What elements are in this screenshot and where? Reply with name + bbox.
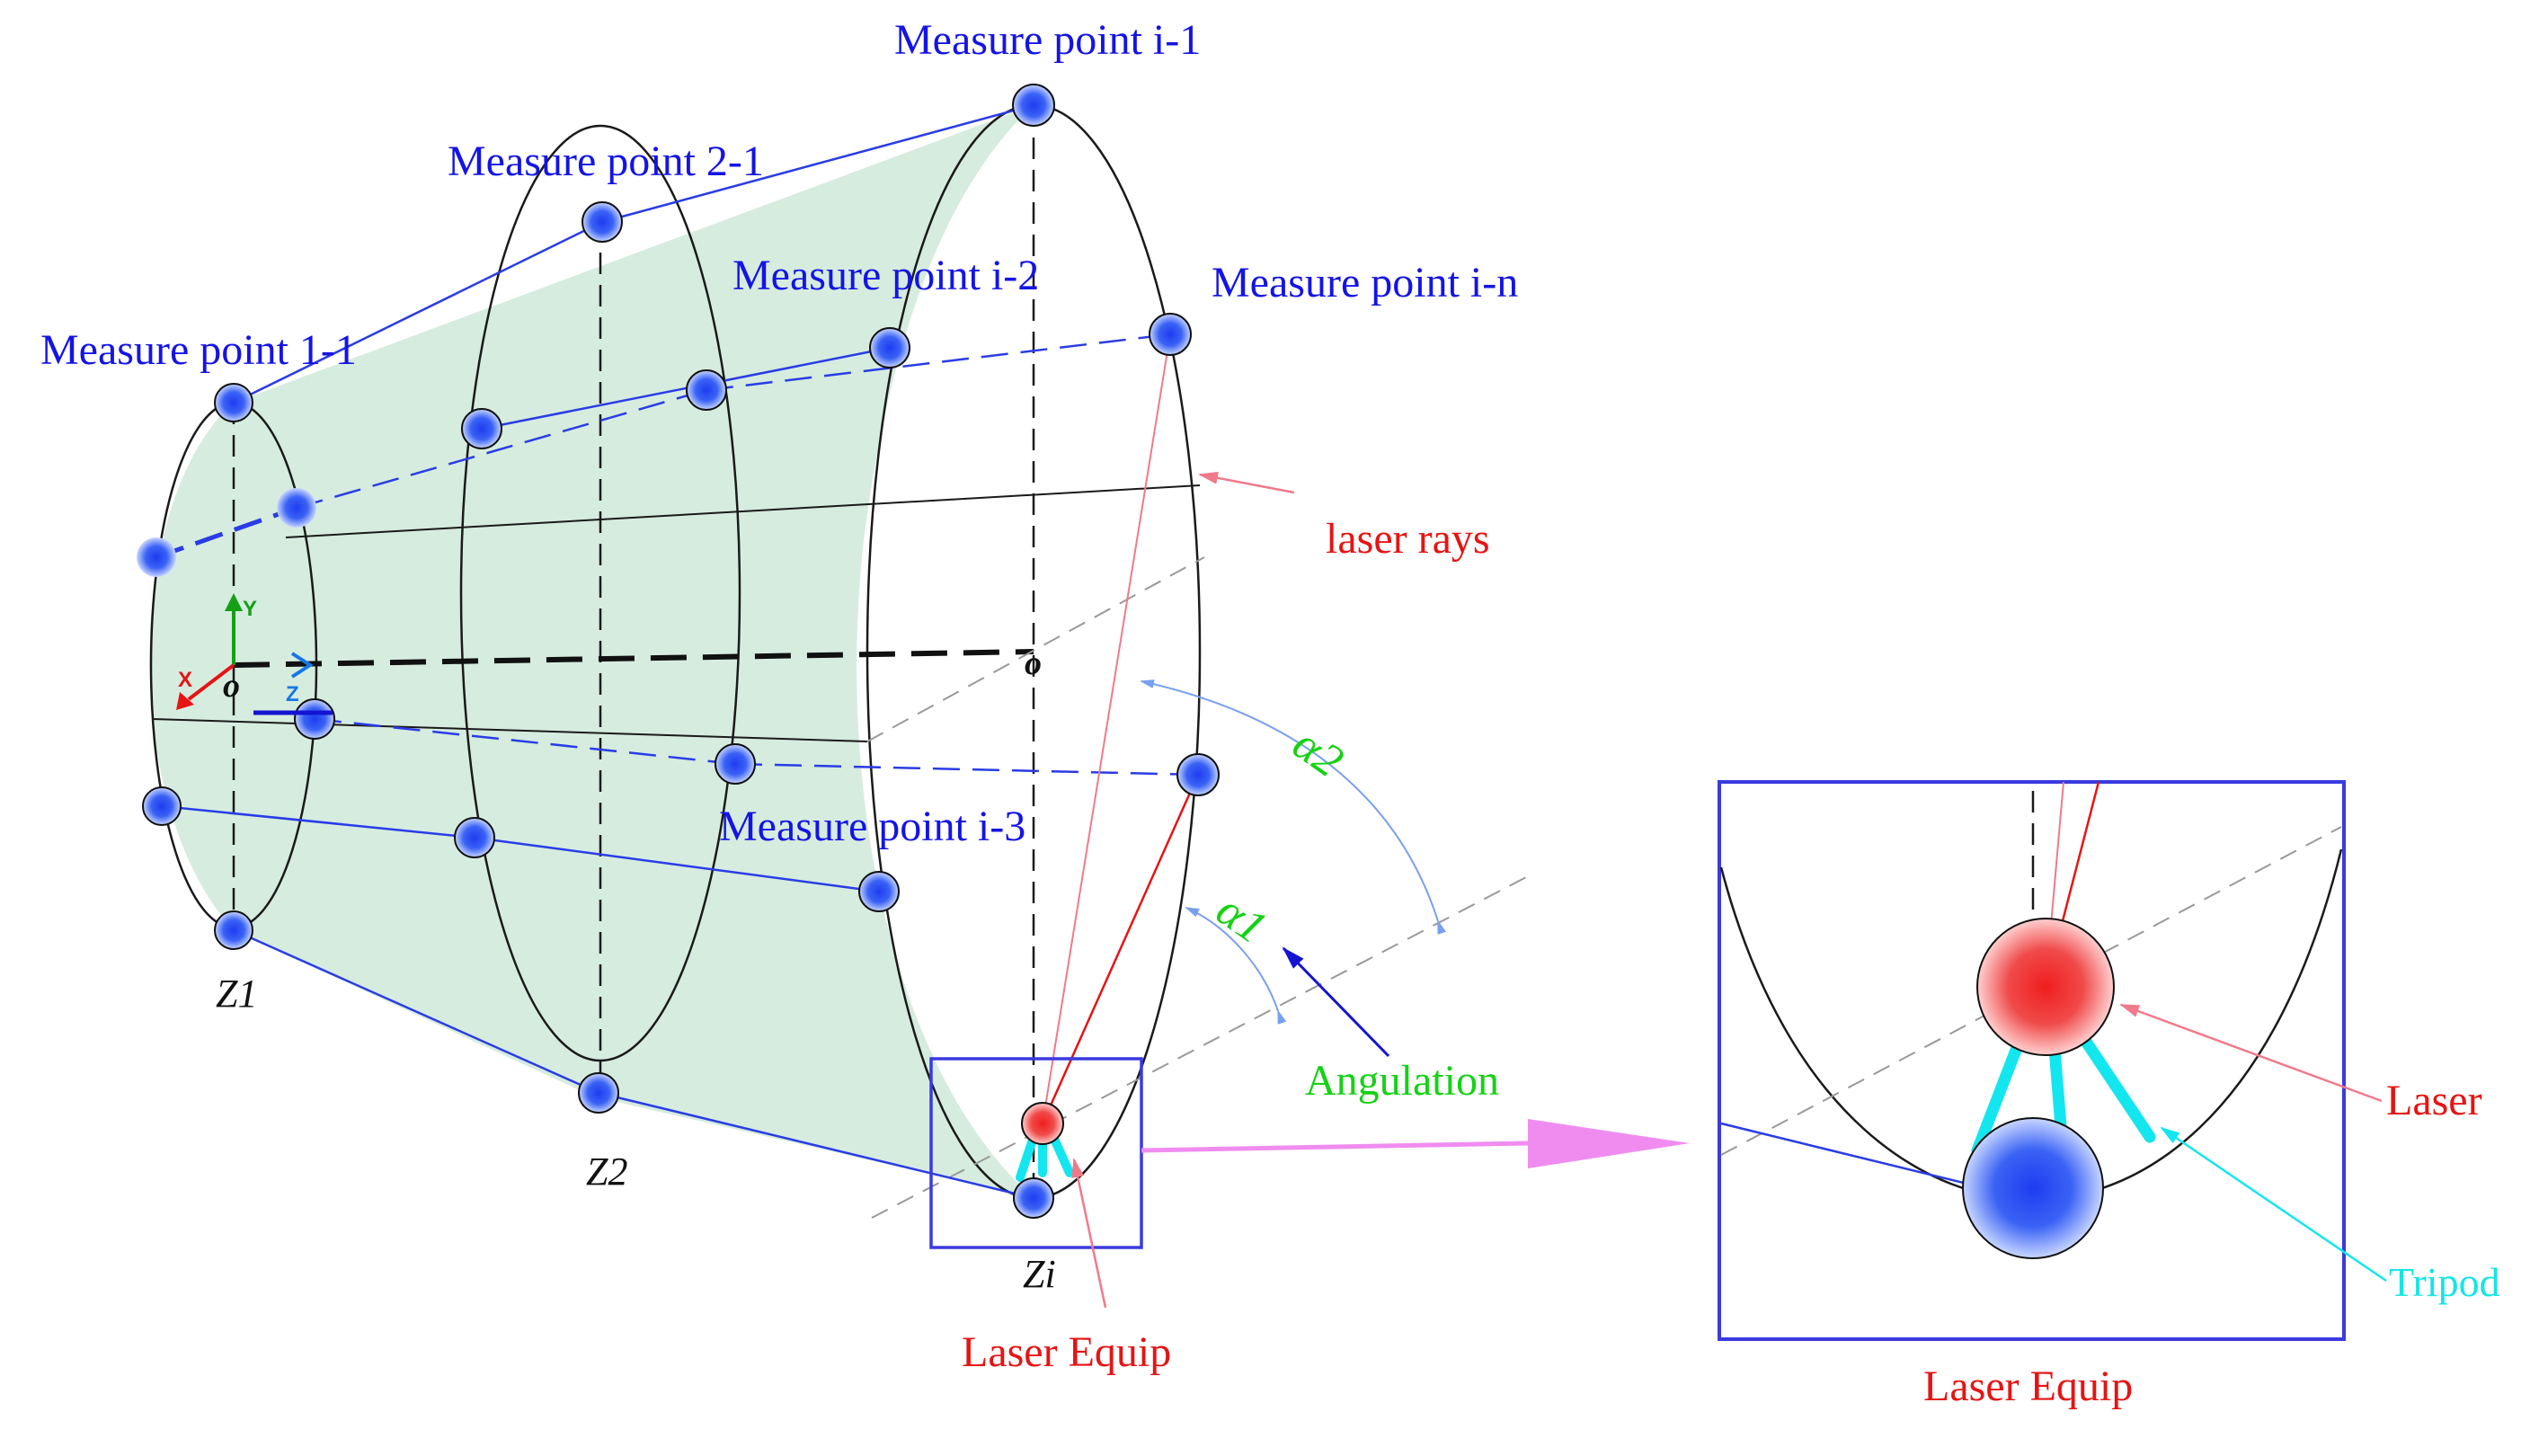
laser-equip-zoom-box bbox=[929, 1057, 1143, 1249]
measure-point-1-6-marker bbox=[214, 910, 253, 950]
laser-equip-detail-label: Laser Equip bbox=[1923, 1363, 2133, 1410]
laser-rays-label: laser rays bbox=[1326, 515, 1490, 563]
measure-point-1-3-marker bbox=[277, 488, 316, 528]
lower-generator-line bbox=[152, 718, 868, 742]
alpha1-label: α1 bbox=[1207, 884, 1275, 954]
z1-label: Z1 bbox=[216, 972, 257, 1016]
reference-line-a bbox=[866, 556, 1205, 742]
laser-ray-1 bbox=[1042, 333, 1171, 1124]
upper-generator-line bbox=[285, 484, 1201, 538]
detail-laser bbox=[1976, 918, 2115, 1056]
tripod-label: Tripod bbox=[2389, 1259, 2500, 1305]
angulation-label: Angulation bbox=[1305, 1057, 1499, 1105]
measure-point-1-1-label: Measure point 1-1 bbox=[40, 326, 357, 374]
measure-point-i-n-label: Measure point i-n bbox=[1212, 259, 1518, 306]
measure-point-i-3-marker bbox=[858, 871, 900, 912]
measure-point-i-n-marker bbox=[1149, 313, 1192, 356]
blue-generator-lines bbox=[155, 103, 1199, 1200]
axis-z-label: Z bbox=[286, 682, 299, 706]
measure-point-1-4-marker bbox=[294, 698, 335, 740]
zoom-callout-arrow bbox=[1141, 1119, 1690, 1168]
measure-point-i-1-label: Measure point i-1 bbox=[894, 16, 1201, 64]
tripod-arrow bbox=[2160, 1126, 2387, 1283]
frustum-fill bbox=[149, 105, 1125, 1198]
measure-point-2-3-marker bbox=[686, 369, 727, 411]
axis-y-label: Y bbox=[243, 597, 257, 621]
measure-point-i-1-marker bbox=[1012, 84, 1055, 127]
detail-panel bbox=[1718, 780, 2346, 1341]
measure-point-1-5-marker bbox=[142, 786, 182, 826]
measure-point-1-1-marker bbox=[214, 383, 253, 422]
tripod-small bbox=[1016, 1132, 1074, 1182]
measure-points bbox=[137, 84, 1220, 1219]
coordinate-axes bbox=[176, 593, 333, 715]
measure-point-2-6-marker bbox=[578, 1072, 619, 1114]
section-ellipse-z2 bbox=[459, 124, 741, 1062]
angulation-arrow bbox=[1282, 946, 1390, 1058]
laser-equip-arrow bbox=[1071, 1158, 1107, 1309]
alpha2-arc bbox=[1140, 679, 1447, 935]
origin-label-right: o bbox=[1025, 644, 1042, 682]
measure-point-1-2-marker bbox=[137, 537, 176, 577]
alpha2-label: α2 bbox=[1283, 718, 1352, 787]
z2-label: Z2 bbox=[586, 1150, 627, 1194]
measure-point-i-2-marker bbox=[869, 327, 910, 368]
measure-point-i-2-label: Measure point i-2 bbox=[732, 252, 1039, 299]
measure-point-2-2-marker bbox=[461, 408, 502, 449]
laser-marker-small bbox=[1021, 1102, 1064, 1145]
zi-label: Zi bbox=[1023, 1252, 1056, 1296]
measure-point-2-1-marker bbox=[581, 201, 623, 243]
laser-rays-arrow bbox=[1198, 471, 1295, 494]
laser-equip-label: Laser Equip bbox=[962, 1328, 1171, 1376]
front-face-fill bbox=[857, 105, 1216, 1198]
measure-point-i-4-marker bbox=[1176, 753, 1220, 796]
laser-label: Laser bbox=[2386, 1077, 2482, 1124]
measure-point-2-1-label: Measure point 2-1 bbox=[448, 138, 764, 185]
origin-label-left: o bbox=[223, 667, 240, 705]
detail-measure-point bbox=[1962, 1117, 2104, 1259]
measure-point-2-4-marker bbox=[715, 743, 756, 785]
central-axis bbox=[233, 649, 1034, 668]
measure-point-i-6-marker bbox=[1013, 1177, 1054, 1219]
axis-x-label: X bbox=[178, 668, 192, 692]
alpha1-arc bbox=[1185, 907, 1287, 1025]
measure-point-2-5-marker bbox=[454, 817, 495, 858]
laser-arrow bbox=[2119, 1003, 2383, 1103]
measure-point-i-3-label: Measure point i-3 bbox=[719, 803, 1025, 850]
